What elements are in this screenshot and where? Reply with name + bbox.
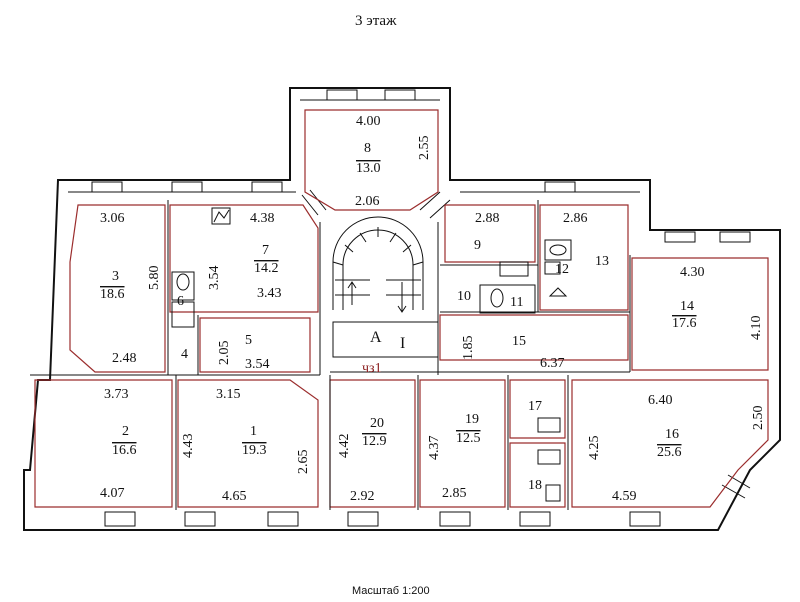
- dimension-label: 2.92: [350, 489, 375, 504]
- room-16-area: 25.6: [657, 445, 682, 460]
- room-14-number: 14: [680, 299, 694, 314]
- floor-title: 3 этаж: [355, 13, 397, 29]
- dimension-label: 3.73: [104, 387, 129, 402]
- dimension-label: 4.37: [427, 436, 442, 461]
- room-8-area: 13.0: [356, 161, 381, 176]
- dimension-label: 4.59: [612, 489, 637, 504]
- dimension-label: 4.42: [337, 434, 352, 459]
- dimension-label: 2.06: [355, 194, 380, 209]
- room-9-number: 9: [474, 238, 481, 253]
- dimension-label: 2.85: [442, 486, 467, 501]
- dimension-label: 6.40: [648, 393, 673, 408]
- room-2-area: 16.6: [112, 443, 137, 458]
- room-16-number: 16: [665, 427, 679, 442]
- room-8-number: 8: [364, 141, 371, 156]
- dimension-label: 6.37: [540, 356, 565, 371]
- dimension-label: 4.10: [749, 316, 764, 341]
- room-5-number: 5: [245, 333, 252, 348]
- dimension-label: 2.65: [296, 450, 311, 475]
- dimension-label: 2.50: [751, 406, 766, 431]
- dimension-labels: 4.00 2.55 2.06 3.06 4.38 5.80 3.54 3.43 …: [100, 114, 766, 504]
- dimension-label: 3.54: [245, 357, 270, 372]
- room-14-area: 17.6: [672, 316, 697, 331]
- windows: [91, 89, 751, 527]
- dimension-label: 2.55: [417, 136, 432, 161]
- room-2-number: 2: [122, 424, 129, 439]
- room-7-area: 14.2: [254, 261, 279, 276]
- dimension-label: 2.05: [217, 341, 232, 366]
- scale-caption: Масштаб 1:200: [352, 585, 430, 597]
- room-20-area: 12.9: [362, 434, 387, 449]
- red-label: чз1: [362, 361, 382, 376]
- dimension-label: 4.07: [100, 486, 125, 501]
- room-3-area: 18.6: [100, 287, 125, 302]
- dimension-label: 4.25: [587, 436, 602, 461]
- room-4-number: 4: [181, 347, 188, 362]
- room-6-number: 6: [177, 294, 184, 309]
- dimension-label: 3.54: [207, 266, 222, 291]
- room-3-number: 3: [112, 269, 119, 284]
- dimension-label: 2.48: [112, 351, 137, 366]
- room-1-area: 19.3: [242, 443, 267, 458]
- dimension-label: 4.65: [222, 489, 247, 504]
- room-outlines: [34, 109, 769, 508]
- room-17-number: 17: [528, 399, 542, 414]
- dimension-label: 2.86: [563, 211, 588, 226]
- fixtures: [171, 207, 572, 502]
- stair-label: А: [370, 329, 382, 346]
- dimension-label: 3.15: [216, 387, 241, 402]
- dimension-label: 4.30: [680, 265, 705, 280]
- room-19-number: 19: [465, 412, 479, 427]
- room-labels: 8 13.0 3 18.6 7 14.2 9 13 12 10 11 14 17…: [100, 141, 697, 493]
- room-1-number: 1: [250, 424, 257, 439]
- dimension-label: 2.88: [475, 211, 500, 226]
- dimension-label: 4.00: [356, 114, 381, 129]
- dimension-label: 4.43: [181, 434, 196, 459]
- room-18-number: 18: [528, 478, 542, 493]
- room-12-number: 12: [555, 262, 569, 277]
- staircase: [332, 216, 439, 358]
- dimension-label: 5.80: [147, 266, 162, 291]
- room-20-number: 20: [370, 416, 384, 431]
- room-19-area: 12.5: [456, 431, 481, 446]
- room-15-number: 15: [512, 334, 526, 349]
- room-13-number: 13: [595, 254, 609, 269]
- dimension-label: 3.06: [100, 211, 125, 226]
- room-11-number: 11: [510, 295, 523, 310]
- room-7-number: 7: [262, 243, 269, 258]
- stair-mark: I: [400, 335, 405, 352]
- room-10-number: 10: [457, 289, 471, 304]
- dimension-label: 3.43: [257, 286, 282, 301]
- dimension-label: 1.85: [461, 336, 476, 361]
- dimension-label: 4.38: [250, 211, 275, 226]
